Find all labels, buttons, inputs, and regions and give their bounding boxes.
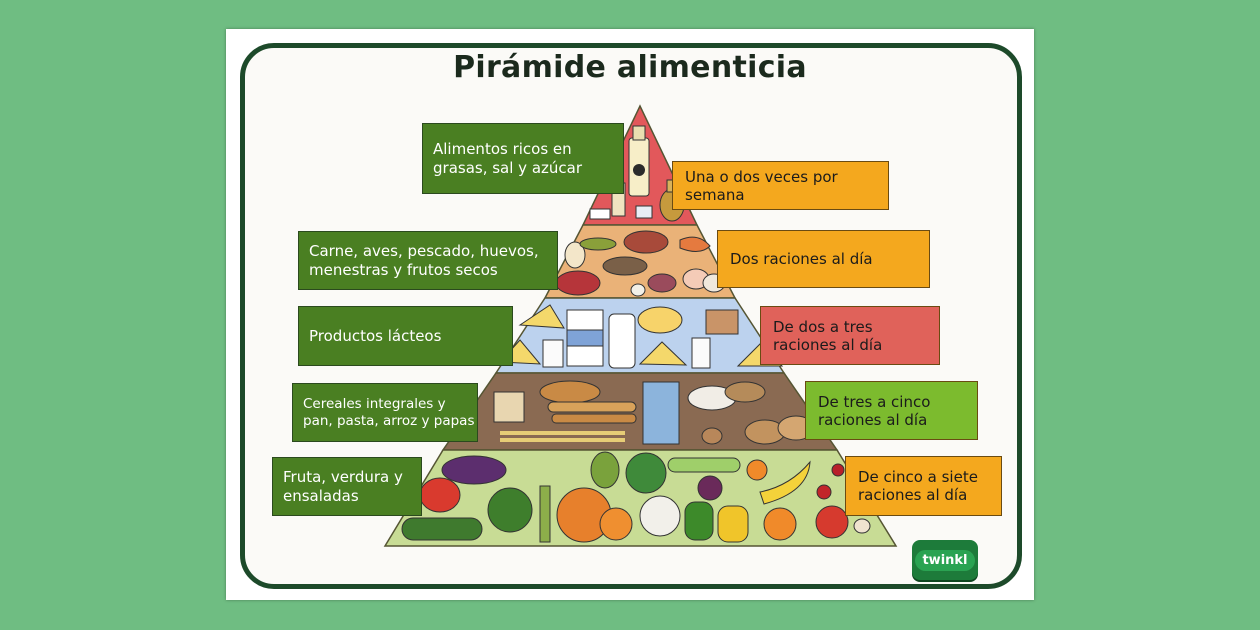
twinkl-logo-text: twinkl (915, 549, 975, 571)
tier-frequency-protein: Dos raciones al día (717, 230, 930, 288)
oil-bottle-icon (628, 125, 650, 197)
tier-label-fats: Alimentos ricos en grasas, sal y azúcar (422, 123, 624, 194)
tier-label-dairy: Productos lácteos (298, 306, 513, 366)
tier-dairy (494, 297, 786, 374)
tier-frequency-grains: De tres a cinco raciones al día (805, 381, 978, 440)
tier-label-grains: Cereales integrales y pan, pasta, arroz … (292, 383, 478, 442)
tier-frequency-produce: De cinco a siete raciones al día (845, 456, 1002, 516)
twinkl-logo: twinkl (912, 540, 978, 580)
protein-foods-icon (555, 230, 726, 297)
produce-foods-icon (401, 451, 871, 543)
tier-label-produce: Fruta, verdura y ensaladas (272, 457, 422, 516)
tier-frequency-fats: Una o dos veces por semana (672, 161, 889, 210)
tier-label-protein: Carne, aves, pescado, huevos, menestras … (298, 231, 558, 290)
dairy-foods-icon (498, 304, 784, 369)
page-title: Pirámide alimenticia (453, 50, 807, 85)
tier-frequency-dairy: De dos a tres raciones al día (760, 306, 940, 365)
